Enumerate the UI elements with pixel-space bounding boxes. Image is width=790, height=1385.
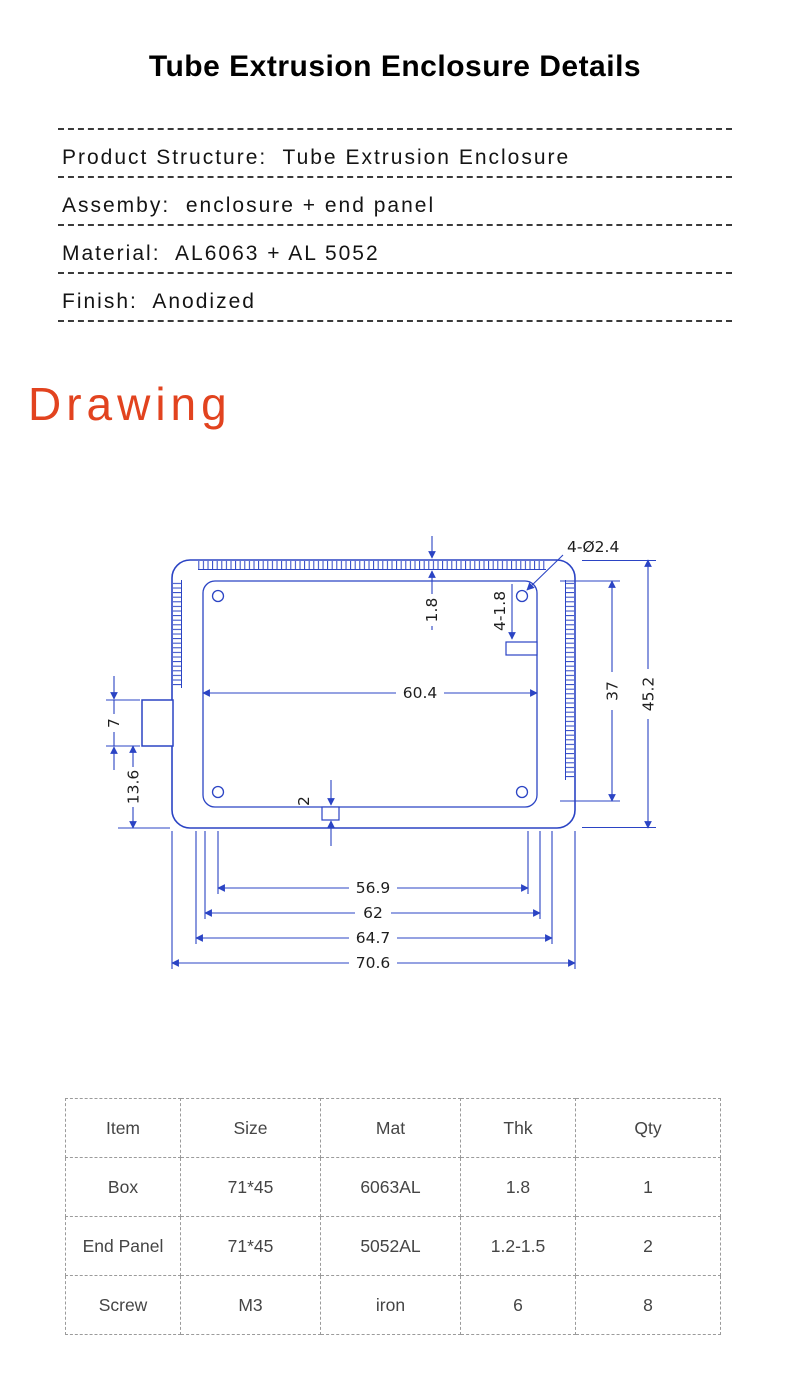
dim-slot-width: 56.9: [356, 879, 391, 897]
dimension-lines: [106, 536, 656, 973]
table-row: Box 71*45 6063AL 1.8 1: [65, 1157, 721, 1217]
header-thk: Thk: [460, 1098, 576, 1158]
corner-screw-boss: [515, 589, 529, 603]
left-tab: [141, 699, 174, 747]
dim-tab-offset: 13.6: [125, 770, 143, 805]
corner-screw-boss: [211, 589, 225, 603]
dim-corner-holes: 4-Ø2.4: [567, 538, 619, 556]
spec-assembly: Assemby: enclosure + end panel: [58, 178, 732, 226]
table-cell: Screw: [65, 1275, 181, 1335]
table-cell: 8: [575, 1275, 721, 1335]
enclosure-outline: [171, 559, 576, 829]
corner-screw-boss: [515, 785, 529, 799]
corner-screw-boss: [211, 785, 225, 799]
table-cell: iron: [320, 1275, 461, 1335]
header-mat: Mat: [320, 1098, 461, 1158]
table-cell: 71*45: [180, 1216, 321, 1276]
dim-rail-slot: 2: [295, 796, 313, 806]
table-row: Screw M3 iron 6 8: [65, 1275, 721, 1335]
technical-drawing: 4-Ø2.4 1.8 4-1.8 60.4 37 45.2 7 13.6 2 5…: [105, 536, 658, 973]
drawing-section-label: Drawing: [28, 378, 232, 430]
dim-panel-width: 64.7: [356, 929, 391, 947]
table-cell: 5052AL: [320, 1216, 461, 1276]
dim-groove-width: 62: [363, 904, 383, 922]
header-size: Size: [180, 1098, 321, 1158]
dim-top-wall: 1.8: [423, 598, 441, 623]
table-header-row: Item Size Mat Thk Qty: [65, 1098, 721, 1158]
product-specs: Product Structure: Tube Extrusion Enclos…: [58, 128, 732, 322]
side-slot: [505, 641, 538, 656]
dim-tab-height: 7: [105, 718, 123, 728]
page-title: Tube Extrusion Enclosure Details: [148, 50, 642, 83]
bottom-rail: [321, 806, 340, 821]
table-row: End Panel 71*45 5052AL 1.2-1.5 2: [65, 1216, 721, 1276]
parts-table: Item Size Mat Thk Qty Box 71*45 6063AL 1…: [65, 1098, 721, 1335]
table-cell: 1: [575, 1157, 721, 1217]
table-cell: 71*45: [180, 1157, 321, 1217]
spec-product-structure: Product Structure: Tube Extrusion Enclos…: [58, 130, 732, 178]
table-cell: M3: [180, 1275, 321, 1335]
fin-band-top: [198, 561, 546, 569]
fin-band-right: [566, 580, 574, 780]
fin-band-left: [173, 580, 181, 688]
table-cell: 6063AL: [320, 1157, 461, 1217]
dim-side-slot: 4-1.8: [491, 591, 509, 631]
dimension-labels: 4-Ø2.4 1.8 4-1.8 60.4 37 45.2 7 13.6 2 5…: [105, 538, 658, 972]
dim-hole-span: 37: [604, 681, 622, 701]
dim-overall-width: 70.6: [356, 954, 391, 972]
spec-material: Material: AL6063 + AL 5052: [58, 226, 732, 274]
table-cell: 1.2-1.5: [460, 1216, 576, 1276]
table-cell: End Panel: [65, 1216, 181, 1276]
header-item: Item: [65, 1098, 181, 1158]
table-cell: 6: [460, 1275, 576, 1335]
dim-inner-width: 60.4: [403, 684, 438, 702]
table-cell: 1.8: [460, 1157, 576, 1217]
table-cell: 2: [575, 1216, 721, 1276]
header-qty: Qty: [575, 1098, 721, 1158]
table-cell: Box: [65, 1157, 181, 1217]
enclosure-profile: [141, 559, 576, 829]
spec-finish: Finish: Anodized: [58, 274, 732, 322]
dim-overall-height: 45.2: [640, 677, 658, 712]
